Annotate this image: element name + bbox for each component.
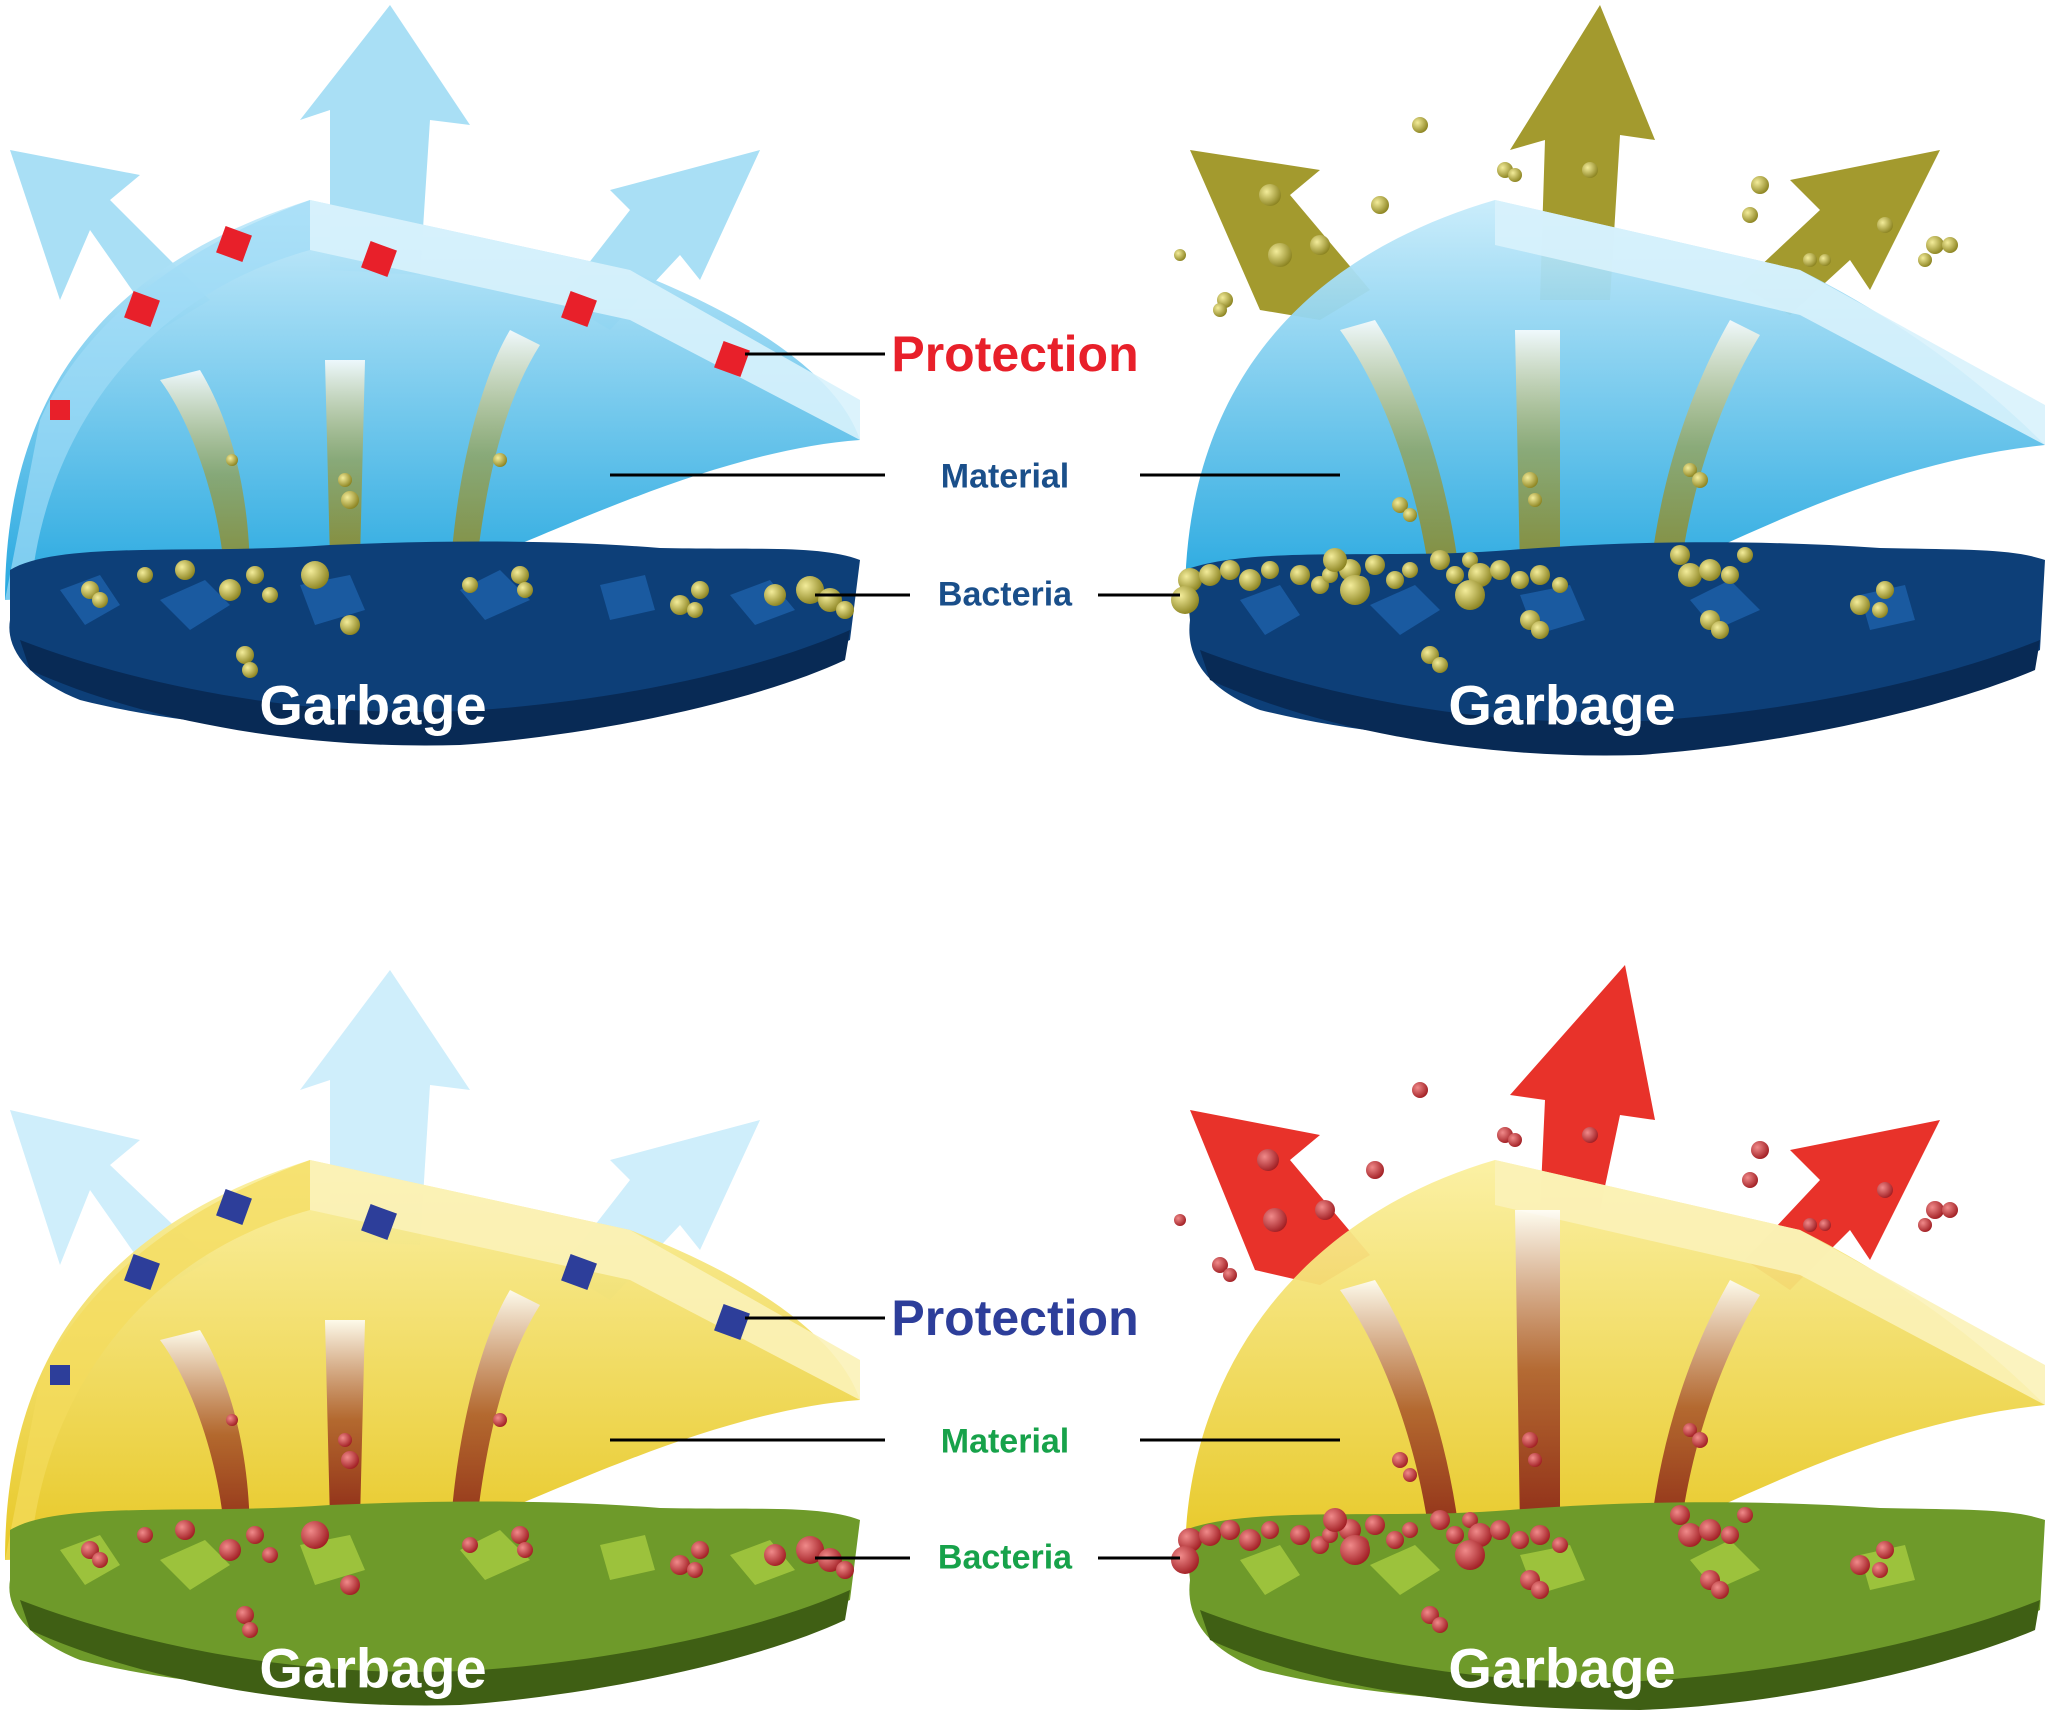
garbage-pile xyxy=(1185,542,2045,756)
bacteria-cluster xyxy=(1171,117,1958,673)
protection-particles xyxy=(50,226,750,420)
protection-particles xyxy=(50,1189,750,1385)
label-garbage-bottom-left: Garbage xyxy=(259,1636,487,1700)
label-garbage-top-left: Garbage xyxy=(259,673,487,737)
odor-plumes xyxy=(160,1290,540,1540)
bacteria-cluster xyxy=(1171,1082,1958,1633)
garbage-pile xyxy=(1185,1502,2045,1710)
bottom-left-scene xyxy=(5,970,910,1706)
odor-plumes xyxy=(1340,320,1760,580)
odor-plumes xyxy=(160,330,540,580)
bacteria-cluster xyxy=(81,1413,854,1638)
label-bacteria-top: Bacteria xyxy=(937,575,1073,614)
odor-plumes xyxy=(1340,1210,1760,1540)
top-right-scene xyxy=(1098,5,2045,756)
label-material-top: Material xyxy=(940,457,1070,496)
top-left-scene xyxy=(5,5,910,746)
label-bacteria-bottom: Bacteria xyxy=(937,1538,1073,1577)
bacteria-cluster xyxy=(81,453,854,678)
label-protection-top: Protection xyxy=(891,326,1139,382)
label-material-bottom: Material xyxy=(940,1422,1070,1461)
bottom-right-scene xyxy=(1098,965,2045,1710)
label-protection-bottom: Protection xyxy=(891,1290,1139,1346)
label-garbage-bottom-right: Garbage xyxy=(1448,1636,1676,1700)
label-garbage-top-right: Garbage xyxy=(1448,673,1676,737)
